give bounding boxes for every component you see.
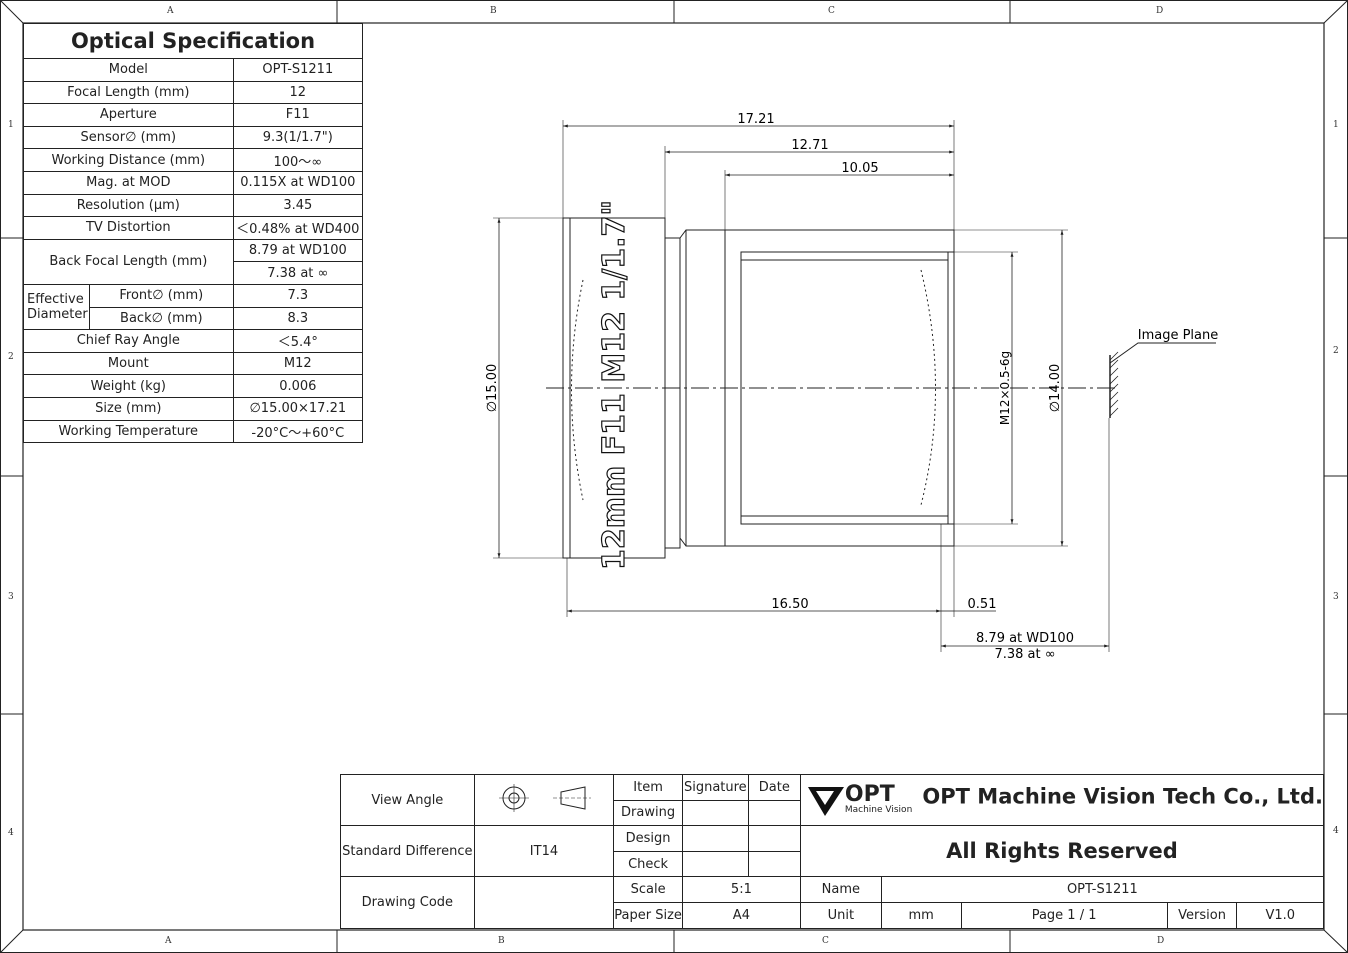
- spec-row: Working Distance (mm)100～∞: [23, 148, 364, 172]
- drawing-date: [747, 799, 801, 827]
- zone-row-4: 4: [8, 828, 14, 838]
- lens-marking: 12mm F11 M12 1/1.7": [597, 200, 632, 570]
- unit-value: mm: [880, 901, 962, 929]
- spec-row: Weight (kg)0.006: [23, 374, 364, 398]
- drawing-code-value: [473, 876, 615, 929]
- zone-row-2-right: 2: [1333, 346, 1339, 356]
- item-header: Item: [613, 774, 683, 801]
- design-date: [747, 825, 801, 852]
- company-cell: OPT Machine Vision OPT Machine Vision Te…: [799, 773, 1325, 827]
- dim-front-diameter: ∅15.00: [485, 364, 500, 413]
- standard-difference-value: IT14: [473, 825, 615, 878]
- paper-size-label: Paper Size: [613, 901, 683, 929]
- zone-row-3: 3: [8, 592, 14, 602]
- drawing-row-label: Drawing: [613, 799, 683, 827]
- spec-row: Resolution (μm)3.45: [23, 193, 364, 218]
- spec-row: TV Distortion＜0.48% at WD400: [23, 216, 364, 240]
- check-signature: [681, 850, 749, 878]
- rights-reserved: All Rights Reserved: [799, 825, 1325, 878]
- dim-mid-length: 12.71: [791, 138, 828, 153]
- paper-size-value: A4: [681, 901, 801, 929]
- unit-label: Unit: [799, 901, 882, 929]
- drawing-code-label: Drawing Code: [340, 876, 475, 929]
- scale-value: 5:1: [681, 876, 801, 903]
- zone-col-c-bottom: C: [822, 936, 829, 946]
- name-label: Name: [799, 876, 882, 903]
- dim-bfl-infinity: 7.38 at ∞: [994, 647, 1055, 662]
- zone-col-a: A: [167, 6, 174, 16]
- spec-row: Working Temperature-20°C～+60°C: [23, 419, 364, 444]
- name-value: OPT-S1211: [880, 876, 1325, 903]
- zone-row-2: 2: [8, 352, 14, 362]
- dim-bfl-wd100: 8.79 at WD100: [976, 631, 1074, 646]
- zone-col-c: C: [828, 6, 835, 16]
- dim-rear-diameter: ∅14.00: [1048, 364, 1063, 413]
- dim-total-length: 17.21: [737, 112, 774, 127]
- page-indicator: Page 1 / 1: [960, 901, 1168, 929]
- spec-row-effective: Effective Diameter Front∅ (mm) 7.3: [23, 283, 364, 331]
- design-row-label: Design: [613, 825, 683, 852]
- signature-header: Signature: [681, 774, 749, 801]
- zone-col-d: D: [1156, 6, 1164, 16]
- date-header: Date: [747, 774, 801, 801]
- zone-row-3-right: 3: [1333, 592, 1339, 602]
- version-value: V1.0: [1236, 901, 1324, 929]
- zone-col-b-bottom: B: [498, 936, 505, 946]
- rear-glass: [920, 269, 936, 506]
- dim-small-gap: 0.51: [968, 597, 997, 612]
- view-angle-label: View Angle: [340, 773, 475, 827]
- effective-diameter-label: Effective Diameter: [23, 283, 90, 331]
- check-date: [747, 850, 801, 878]
- version-label: Version: [1166, 901, 1238, 929]
- zone-row-1-right: 1: [1333, 120, 1339, 130]
- zone-col-d-bottom: D: [1157, 936, 1165, 946]
- zone-col-a-bottom: A: [165, 936, 172, 946]
- zone-row-1: 1: [8, 120, 14, 130]
- spec-row: Focal Length (mm)12: [23, 80, 364, 105]
- scale-label: Scale: [613, 876, 683, 903]
- drawing-signature: [681, 799, 749, 827]
- dim-bottom-length: 16.50: [771, 597, 808, 612]
- zone-row-4-right: 4: [1333, 826, 1339, 836]
- spec-row: Size (mm)∅15.00×17.21: [23, 396, 364, 421]
- image-plane-label: Image Plane: [1138, 328, 1219, 343]
- zone-col-b: B: [490, 6, 497, 16]
- check-row-label: Check: [613, 850, 683, 878]
- front-glass: [571, 279, 584, 501]
- standard-difference-label: Standard Difference: [340, 825, 475, 878]
- dim-thread-length: 10.05: [841, 161, 878, 176]
- opt-logo: OPT Machine Vision: [807, 783, 912, 817]
- view-angle-symbol: [473, 773, 615, 827]
- dim-thread-spec: M12×0.5-6g: [998, 351, 1012, 425]
- projection-symbol-icon: [498, 784, 591, 813]
- company-name: OPT Machine Vision Tech Co., Ltd.: [922, 784, 1323, 809]
- spec-row-bfl: Back Focal Length (mm) 8.79 at WD100: [23, 238, 364, 285]
- spec-title: Optical Specification: [23, 23, 363, 59]
- design-signature: [681, 825, 749, 852]
- title-block: View Angle Item Signature Date OPT: [340, 773, 1325, 929]
- logo-mark-icon: [807, 787, 844, 817]
